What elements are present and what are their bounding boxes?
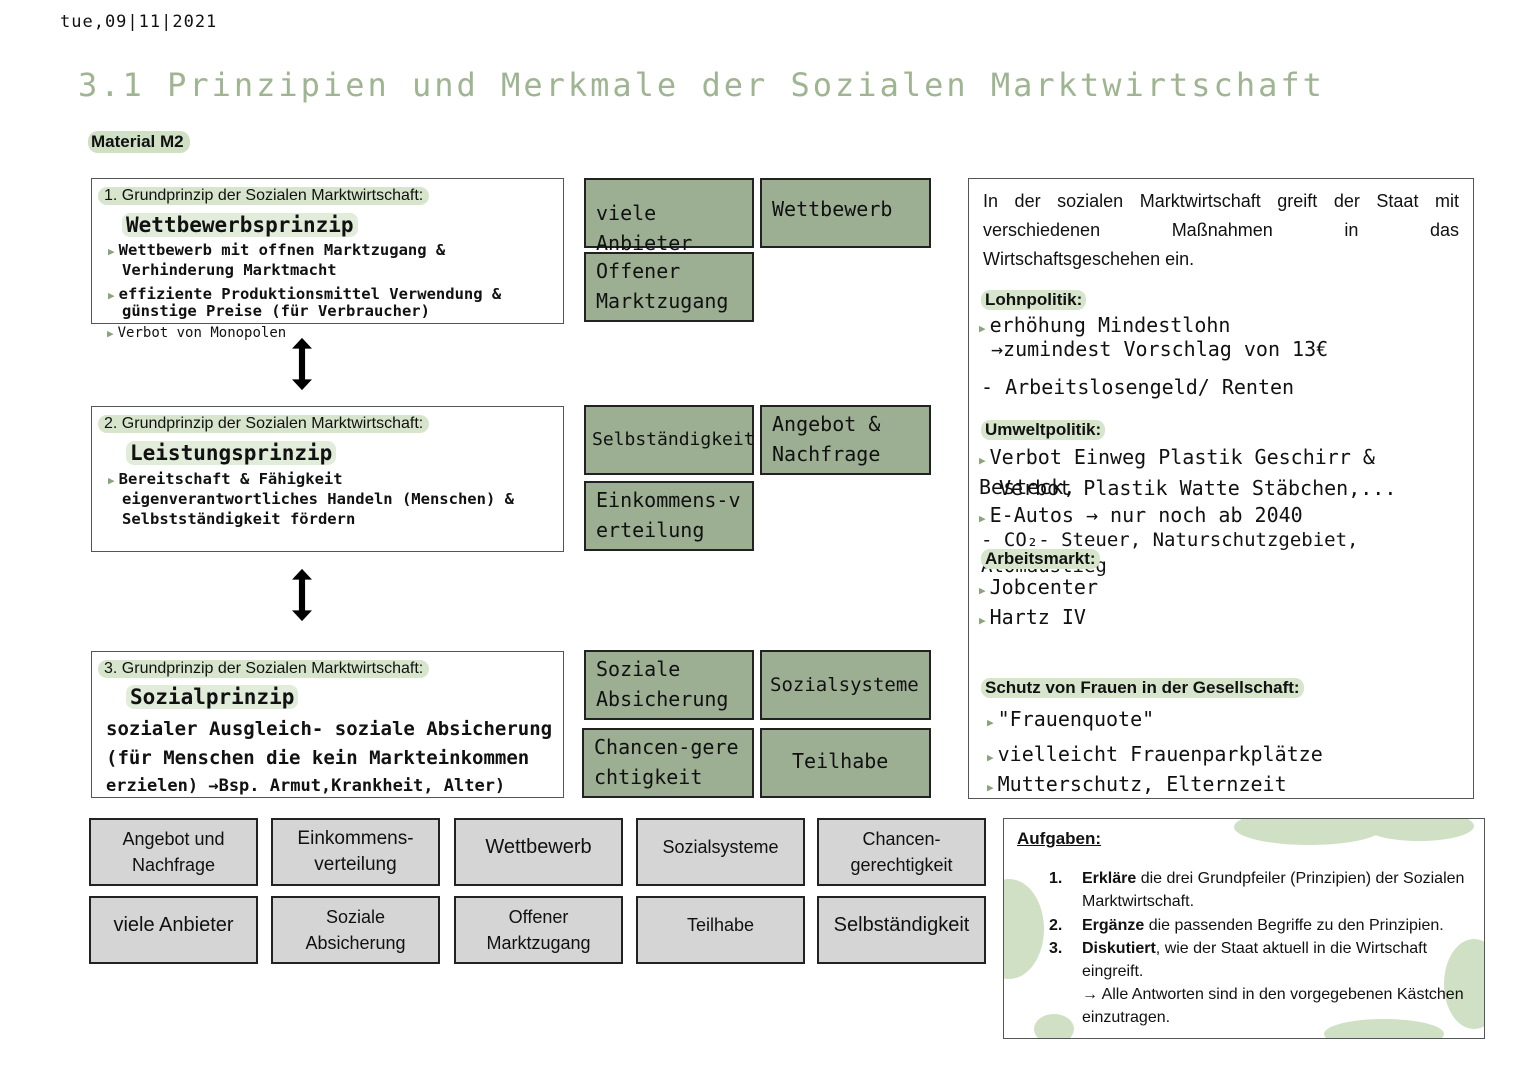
principle-2-line-2: eigenverantwortliches Handeln (Menschen)… [122, 490, 514, 508]
term-card[interactable]: Angebot und Nachfrage [89, 818, 258, 886]
double-arrow-icon [292, 337, 312, 391]
green-box-viele-anbieter[interactable]: viele Anbieter [584, 178, 754, 255]
date: tue,09|11|2021 [60, 12, 218, 32]
bullet-triangle-icon: ▶ [108, 474, 115, 487]
principle-2-name: Leistungsprinzip [126, 441, 337, 465]
intro-line-2: verschiedenen Maßnahmen in das [983, 220, 1459, 240]
page-title: 3.1 Prinzipien und Merkmale der Sozialen… [78, 66, 1325, 104]
term-card[interactable]: Wettbewerb [454, 818, 623, 886]
green-box-angebot-nachfrage[interactable]: Angebot & Nachfrage [760, 405, 931, 475]
principle-2-heading: 2. Grundprinzip der Sozialen Marktwirtsc… [98, 415, 430, 433]
term-card[interactable]: Einkommens-verteilung [271, 818, 440, 886]
bullet-triangle-icon: ▶ [987, 781, 994, 794]
principle-2-line-1: ▶Bereitschaft & Fähigkeit [108, 470, 343, 488]
bullet-triangle-icon: ▶ [108, 289, 115, 302]
term-card[interactable]: Teilhabe [636, 896, 805, 964]
principle-1-line-1: ▶Wettbewerb mit offnen Marktzugang & [108, 241, 446, 259]
umwelt-line-2: Verbot Plastik Watte Stäbchen,... [999, 476, 1397, 500]
green-box-teilhabe[interactable]: Teilhabe [760, 728, 931, 798]
state-intervention-panel: In der sozialen Marktwirtschaft greift d… [968, 178, 1474, 799]
decorative-blob [1234, 819, 1384, 845]
bullet-triangle-icon: ▶ [979, 584, 986, 597]
decorative-blob [1324, 1019, 1444, 1038]
arbeit-line-1: ▶Jobcenter [979, 575, 1098, 599]
green-box-einkommensverteilung[interactable]: Einkommens-verteilung [584, 481, 754, 551]
umwelt-line-3: ▶E-Autos → nur noch ab 2040 [979, 503, 1303, 527]
bullet-triangle-icon: ▶ [987, 716, 994, 729]
term-card[interactable]: viele Anbieter [89, 896, 258, 964]
decorative-blob [1364, 819, 1474, 841]
term-card[interactable]: Chancen-gerechtigkeit [817, 818, 986, 886]
section-frauen: Schutz von Frauen in der Gesellschaft: [981, 678, 1304, 698]
principle-1-box: 1. Grundprinzip der Sozialen Marktwirtsc… [91, 178, 564, 324]
material-label: Material M2 [88, 131, 190, 153]
frauen-line-2: ▶vielleicht Frauenparkplätze [987, 742, 1323, 766]
decorative-blob [1004, 879, 1044, 979]
principle-3-name: Sozialprinzip [126, 685, 299, 709]
intro-line-3: Wirtschaftsgeschehen ein. [983, 249, 1195, 269]
term-card[interactable]: Sozialsysteme [636, 818, 805, 886]
principle-2-line-3: Selbstständigkeit fördern [122, 510, 356, 528]
principle-1-name: Wettbewerbsprinzip [122, 213, 358, 237]
green-box-sozialsysteme[interactable]: Sozialsysteme [760, 650, 931, 720]
principle-3-box: 3. Grundprinzip der Sozialen Marktwirtsc… [91, 651, 564, 798]
bullet-triangle-icon: ▶ [979, 454, 986, 467]
principle-3-line-3: erzielen) →Bsp. Armut,Krankheit, Alter) [106, 776, 506, 796]
principle-1-line-3: ▶effiziente Produktionsmittel Verwendung… [108, 285, 502, 303]
tasks-box: Aufgaben: 1. Erkläre die drei Grundpfeil… [1003, 818, 1485, 1039]
section-umweltpolitik: Umweltpolitik: [981, 420, 1106, 440]
principle-3-line-1: sozialer Ausgleich- soziale Absicherung [106, 718, 553, 740]
bullet-triangle-icon: ▶ [979, 512, 986, 525]
principle-2-box: 2. Grundprinzip der Sozialen Marktwirtsc… [91, 406, 564, 552]
principle-1-line-4: günstige Preise (für Verbraucher) [122, 302, 430, 320]
bullet-triangle-icon: ▶ [108, 245, 115, 258]
frauen-line-1: ▶"Frauenquote" [987, 707, 1155, 731]
decorative-blob [1034, 1014, 1074, 1038]
green-box-soziale-absicherung[interactable]: Soziale Absicherung [584, 650, 754, 720]
bullet-triangle-icon: ▶ [987, 751, 994, 764]
principle-1-heading: 1. Grundprinzip der Sozialen Marktwirtsc… [98, 187, 430, 205]
bullet-triangle-icon: ▶ [979, 614, 986, 627]
bullet-triangle-icon: ▶ [979, 322, 986, 335]
lohn-line-1: ▶erhöhung Mindestlohn [979, 313, 1231, 337]
green-box-chancengerechtigkeit[interactable]: Chancen-gerechtigkeit [582, 728, 754, 798]
intro-line-1: In der sozialen Marktwirtschaft greift d… [983, 191, 1459, 211]
green-box-wettbewerb[interactable]: Wettbewerb [760, 178, 931, 248]
term-card[interactable]: Offener Marktzugang [454, 896, 623, 964]
umwelt-line-1: ▶Verbot Einweg Plastik Geschirr & Bestec… [979, 445, 1375, 499]
section-arbeitsmarkt: Arbeitsmarkt: [981, 549, 1100, 569]
principle-1-line-2: Verhinderung Marktmacht [122, 261, 337, 279]
section-lohnpolitik: Lohnpolitik: [981, 290, 1087, 310]
bullet-triangle-icon: ▶ [107, 327, 114, 340]
tasks-title: Aufgaben: [1017, 829, 1102, 848]
arbeit-line-2: ▶Hartz IV [979, 605, 1086, 629]
green-box-offener-marktzugang[interactable]: Offener Marktzugang [584, 252, 754, 322]
lohn-line-2: →zumindest Vorschlag von 13€ [991, 337, 1329, 361]
double-arrow-icon [292, 568, 312, 622]
principle-3-line-2: (für Menschen die kein Markteinkommen [106, 747, 530, 769]
green-box-selbstaendigkeit[interactable]: Selbständigkeit [584, 405, 755, 475]
term-card[interactable]: Selbständigkeit [817, 896, 986, 964]
lohn-line-3: - Arbeitslosengeld/ Renten [981, 375, 1295, 399]
term-card[interactable]: Soziale Absicherung [271, 896, 440, 964]
decorative-blob [1444, 939, 1484, 1029]
principle-1-line-5: ▶Verbot von Monopolen [107, 325, 287, 341]
frauen-line-3: ▶Mutterschutz, Elternzeit [987, 772, 1287, 796]
principle-3-heading: 3. Grundprinzip der Sozialen Marktwirtsc… [98, 660, 430, 678]
